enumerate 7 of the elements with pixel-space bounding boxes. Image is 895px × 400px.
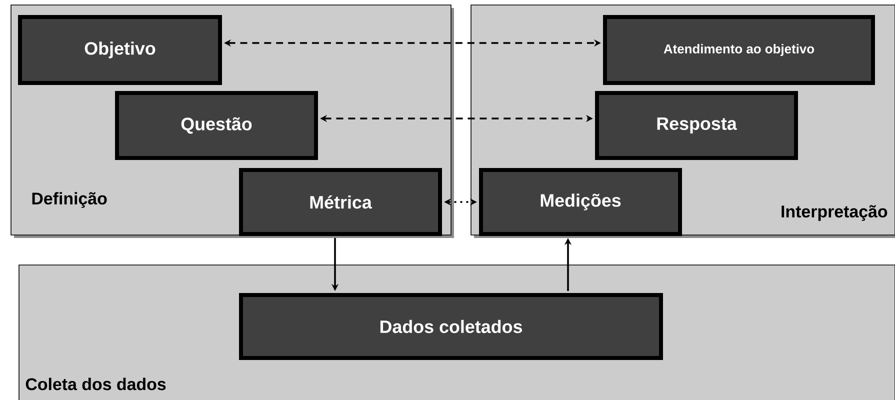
process-box: Objetivo	[18, 15, 222, 85]
process-box: Resposta	[595, 91, 798, 160]
process-box: Métrica	[239, 168, 442, 236]
process-box: Atendimento ao objetivo	[603, 15, 875, 85]
process-box: Dados coletados	[239, 293, 663, 360]
process-box: Questão	[115, 91, 318, 160]
process-box: Medições	[479, 168, 682, 236]
